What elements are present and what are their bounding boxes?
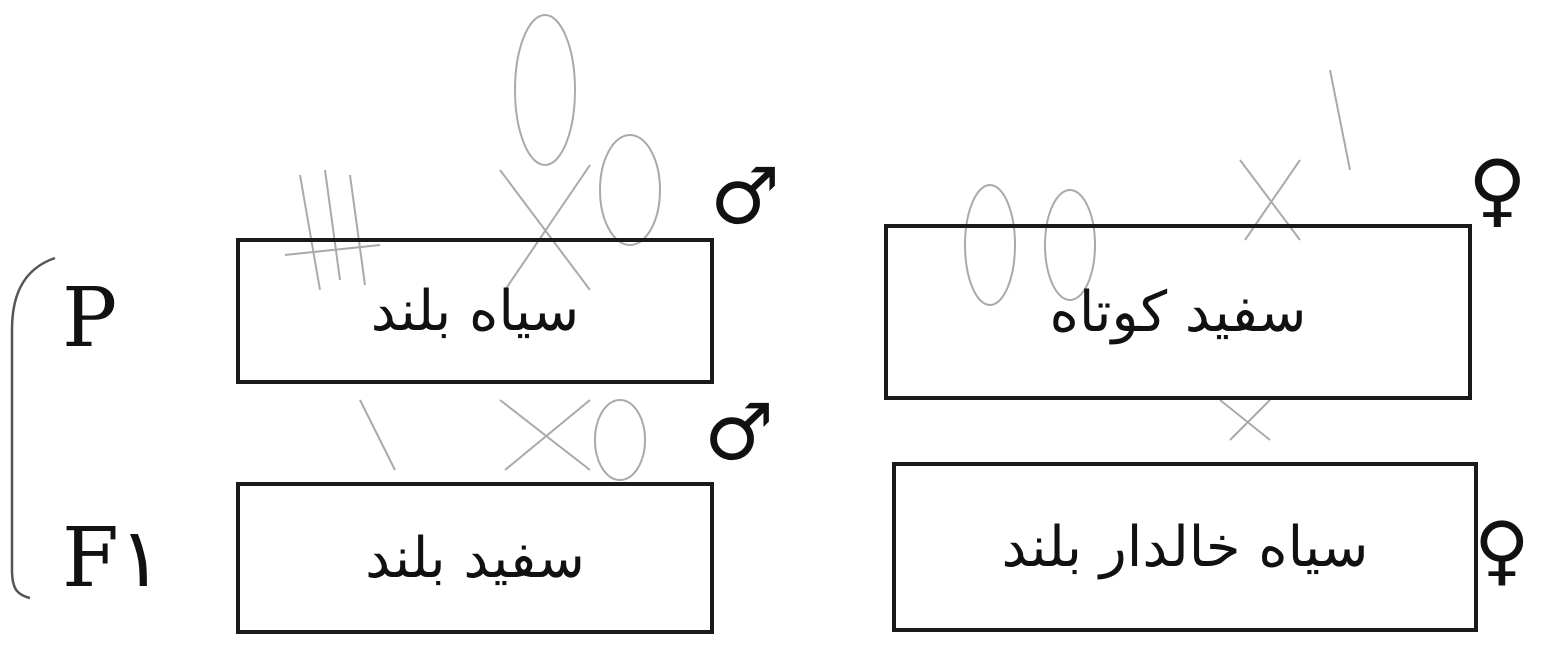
generation-label-p: P bbox=[62, 271, 118, 366]
generation-label-f1: F١ bbox=[62, 511, 163, 606]
parent-male-box: سیاه بلند bbox=[236, 238, 714, 384]
male-symbol-icon: ♂ bbox=[704, 388, 774, 478]
parent-female-box: سفید کوتاه bbox=[884, 224, 1472, 400]
female-symbol-icon: ♀ bbox=[1468, 143, 1527, 236]
offspring-male-box: سفید بلند bbox=[236, 482, 714, 634]
female-symbol-icon: ♀ bbox=[1474, 505, 1530, 594]
offspring-male-label: سفید بلند bbox=[365, 525, 585, 591]
offspring-female-label: سیاه خالدار بلند bbox=[1001, 514, 1369, 580]
parent-male-label: سیاه بلند bbox=[370, 278, 580, 344]
parent-female-label: سفید کوتاه bbox=[1049, 279, 1307, 345]
male-symbol-icon: ♂ bbox=[710, 152, 780, 242]
offspring-female-box: سیاه خالدار بلند bbox=[892, 462, 1478, 632]
